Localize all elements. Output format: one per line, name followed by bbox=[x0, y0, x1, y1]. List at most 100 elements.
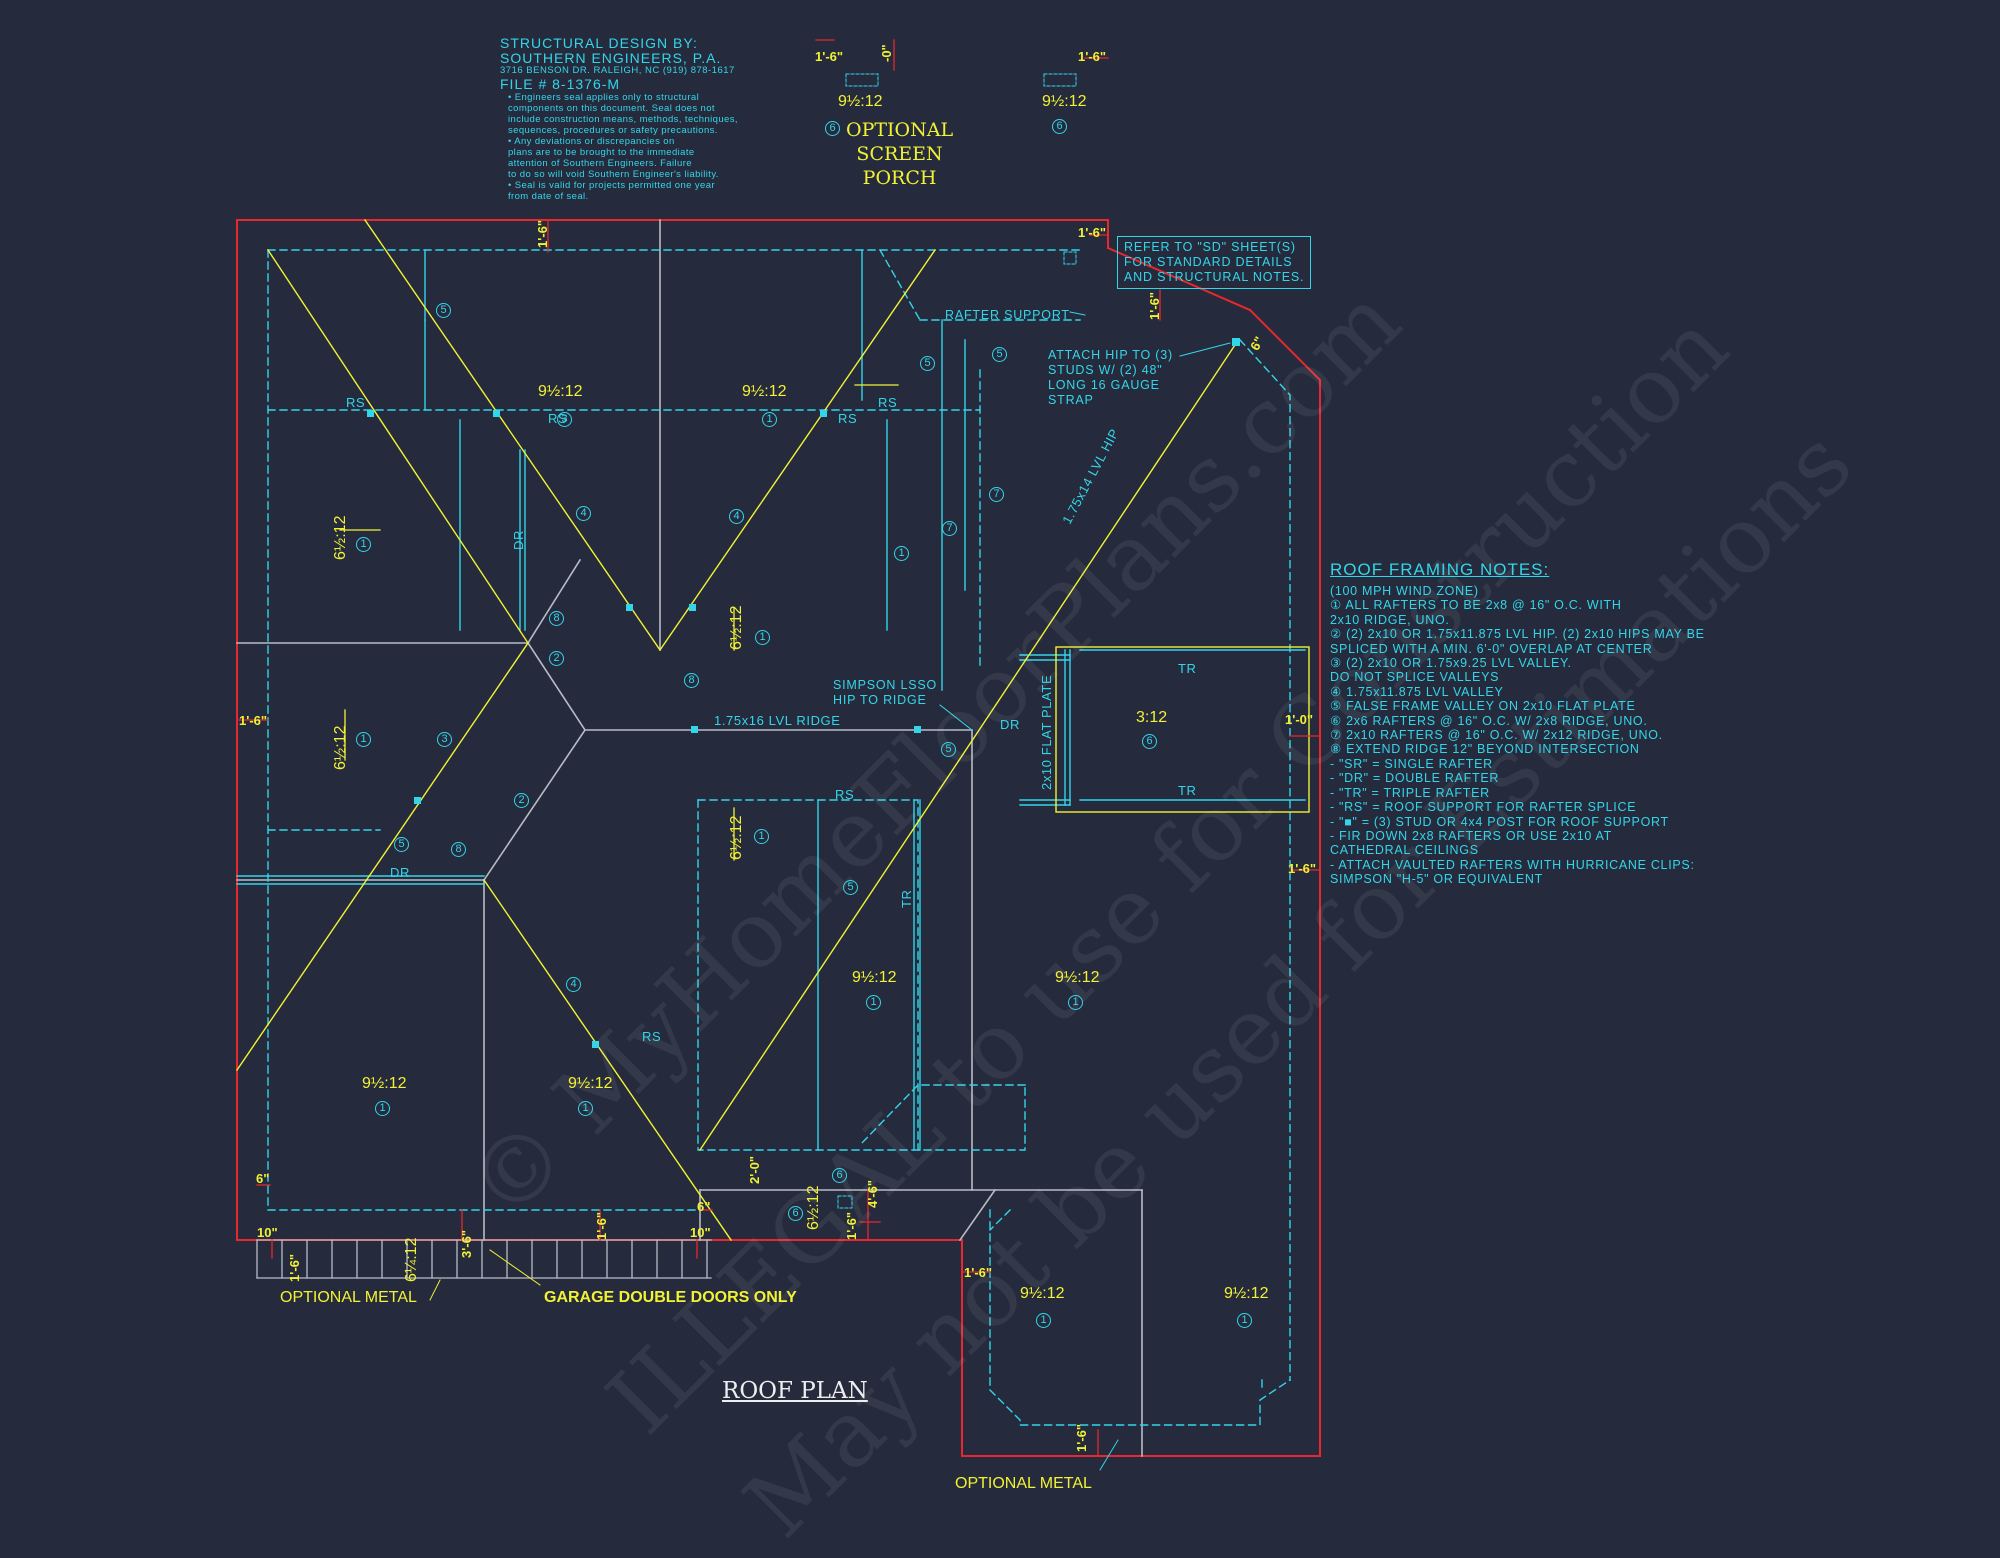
design-bullet: • Seal is valid for projects permitted o… bbox=[508, 179, 715, 191]
note-badge-1: 1 bbox=[894, 546, 909, 561]
pitch-label: 6½:12 bbox=[332, 725, 349, 770]
pitch-label: 6½:12 bbox=[332, 515, 349, 560]
structural-design-block: STRUCTURAL DESIGN BY: SOUTHERN ENGINEERS… bbox=[500, 36, 738, 202]
dimension-label: 1'-6" bbox=[287, 1253, 302, 1282]
note-badge-1: 1 bbox=[356, 537, 371, 552]
note-badge-6: 6 bbox=[788, 1206, 803, 1221]
note-badge-5: 5 bbox=[843, 880, 858, 895]
attach-hip-line: STRAP bbox=[1048, 393, 1094, 407]
notes-row: ③ (2) 2x10 OR 1.75x9.25 LVL VALLEY. bbox=[1330, 656, 1572, 671]
note-badge-1: 1 bbox=[762, 412, 777, 427]
rs-label: RS bbox=[642, 1029, 662, 1044]
notes-title: ROOF FRAMING NOTES: bbox=[1330, 560, 1550, 579]
attach-hip-callout: ATTACH HIP TO (3) STUDS W/ (2) 48" LONG … bbox=[1048, 348, 1173, 408]
notes-row: - "SR" = SINGLE RAFTER bbox=[1330, 756, 1493, 771]
tr-label: TR bbox=[899, 889, 914, 908]
refer-line-3: AND STRUCTURAL NOTES. bbox=[1124, 270, 1305, 284]
rs-label: RS bbox=[835, 787, 855, 802]
dimension-label: 10" bbox=[257, 1225, 278, 1240]
note-badge-1: 1 bbox=[1068, 995, 1083, 1010]
note-badge-6: 6 bbox=[832, 1168, 847, 1183]
note-badge-5: 5 bbox=[394, 837, 409, 852]
notes-row: ⑥ 2x6 RAFTERS @ 16" O.C. W/ 2x8 RIDGE, U… bbox=[1330, 713, 1648, 728]
dr-label: DR bbox=[1000, 717, 1020, 732]
dimension-label: 3'-6" bbox=[459, 1229, 474, 1258]
notes-row: SIMPSON "H-5" OR EQUIVALENT bbox=[1330, 872, 1543, 887]
attach-hip-line: LONG 16 GAUGE bbox=[1048, 378, 1160, 392]
porch-line-2: SCREEN bbox=[856, 143, 943, 165]
dimension-label: 4'-6" bbox=[865, 1179, 880, 1208]
note-badge-7: 7 bbox=[989, 487, 1004, 502]
notes-row: ① ALL RAFTERS TO BE 2x8 @ 16" O.C. WITH bbox=[1330, 598, 1622, 613]
eave-lines bbox=[267, 249, 1291, 1426]
dimension-label: 1'-6" bbox=[1288, 861, 1317, 876]
pitch-arrows bbox=[339, 384, 899, 861]
lvl-ridge-label: 1.75x16 LVL RIDGE bbox=[714, 713, 841, 728]
note-badge-3: 3 bbox=[557, 412, 572, 427]
notes-row: - "TR" = TRIPLE RAFTER bbox=[1330, 785, 1490, 800]
pitch-label: 9½:12 bbox=[742, 383, 787, 400]
simpson-line: SIMPSON LSSO bbox=[833, 678, 938, 692]
notes-row: ⑤ FALSE FRAME VALLEY ON 2x10 FLAT PLATE bbox=[1330, 699, 1636, 714]
design-bullet: from date of seal. bbox=[508, 190, 589, 202]
notes-row: - "DR" = DOUBLE RAFTER bbox=[1330, 771, 1500, 786]
roof-framing-notes: ROOF FRAMING NOTES: (100 MPH WIND ZONE) … bbox=[1330, 560, 1705, 887]
garage-door-strip bbox=[256, 1239, 712, 1279]
dimension-label: 1'-6" bbox=[964, 1265, 993, 1280]
dimension-label: 1'-6" bbox=[844, 1211, 859, 1240]
pitch-label: 9½:12 bbox=[852, 969, 897, 986]
refer-sd-sheet-box: REFER TO "SD" SHEET(S) FOR STANDARD DETA… bbox=[1117, 236, 1312, 289]
porch-line-3: PORCH bbox=[862, 167, 937, 189]
dimension-label: 1'-6" bbox=[1078, 49, 1107, 64]
porch-markers bbox=[837, 73, 1077, 1209]
pitch-label: 9½:12 bbox=[362, 1075, 407, 1092]
design-bullet: sequences, procedures or safety precauti… bbox=[508, 124, 718, 136]
pitch-label: 9½:12 bbox=[1055, 969, 1100, 986]
roof-plan-drawing bbox=[236, 39, 1321, 1471]
note-badge-1: 1 bbox=[578, 1101, 593, 1116]
optional-screen-porch-label: OPTIONAL SCREEN PORCH bbox=[846, 118, 953, 190]
dimension-label: 6" bbox=[697, 1199, 711, 1214]
design-bullet: • Any deviations or discrepancies on bbox=[508, 135, 675, 147]
design-address: 3716 BENSON DR. RALEIGH, NC (919) 878-16… bbox=[500, 65, 735, 76]
note-badge-1: 1 bbox=[754, 829, 769, 844]
dimension-label: -0" bbox=[879, 44, 894, 62]
dimension-label: 1'-0" bbox=[1285, 712, 1314, 727]
sheet-title: ROOF PLAN bbox=[722, 1378, 868, 1404]
garage-doors-label: GARAGE DOUBLE DOORS ONLY bbox=[544, 1289, 797, 1306]
pitch-label: 9½:12 bbox=[838, 93, 883, 110]
note-badge-1: 1 bbox=[866, 995, 881, 1010]
rs-label: RS bbox=[838, 411, 858, 426]
note-badge-5: 5 bbox=[436, 303, 451, 318]
notes-row: - "■" = (3) STUD OR 4x4 POST FOR ROOF SU… bbox=[1330, 814, 1669, 829]
note-badge-1: 1 bbox=[1036, 1313, 1051, 1328]
design-bullet: include construction means, methods, tec… bbox=[508, 113, 738, 125]
notes-row: (100 MPH WIND ZONE) bbox=[1330, 584, 1479, 598]
note-badge-5: 5 bbox=[992, 347, 1007, 362]
flat-plate-label: 2x10 FLAT PLATE bbox=[1039, 674, 1054, 790]
pitch-label: 9½:12 bbox=[568, 1075, 613, 1092]
simpson-line: HIP TO RIDGE bbox=[833, 693, 927, 707]
dimension-label: 2'-0" bbox=[747, 1155, 762, 1184]
refer-line-1: REFER TO "SD" SHEET(S) bbox=[1124, 240, 1296, 254]
pitch-label: 9½:12 bbox=[538, 383, 583, 400]
dimension-label: 1'-6" bbox=[535, 219, 550, 248]
notes-row: ② (2) 2x10 OR 1.75x11.875 LVL HIP. (2) 2… bbox=[1330, 627, 1705, 642]
dimension-label: 1'-6" bbox=[1074, 1423, 1089, 1452]
roof-plan-sheet: © MyHomeFloorPlans.com ILLEGAL to use fo… bbox=[236, 36, 1872, 1558]
note-badge-1: 1 bbox=[356, 732, 371, 747]
yellow-leaders bbox=[429, 1249, 541, 1301]
dimension-label: 1'-6" bbox=[815, 49, 844, 64]
design-file: FILE # 8-1376-M bbox=[500, 75, 621, 92]
leader-lines bbox=[939, 311, 1231, 1471]
optional-metal-bottom-label: OPTIONAL METAL bbox=[955, 1475, 1092, 1492]
design-line-1: STRUCTURAL DESIGN BY: bbox=[500, 35, 698, 51]
note-badge-1: 1 bbox=[1237, 1313, 1252, 1328]
attach-hip-line: STUDS W/ (2) 48" bbox=[1048, 363, 1163, 377]
design-bullet: to do so will void Southern Engineer's l… bbox=[508, 168, 719, 180]
framing-lines bbox=[236, 249, 1306, 1151]
note-badge-8: 8 bbox=[684, 673, 699, 688]
dimension-label: 10" bbox=[690, 1225, 711, 1240]
pitch-label: 9½:12 bbox=[1042, 93, 1087, 110]
rs-label: RS bbox=[346, 395, 366, 410]
